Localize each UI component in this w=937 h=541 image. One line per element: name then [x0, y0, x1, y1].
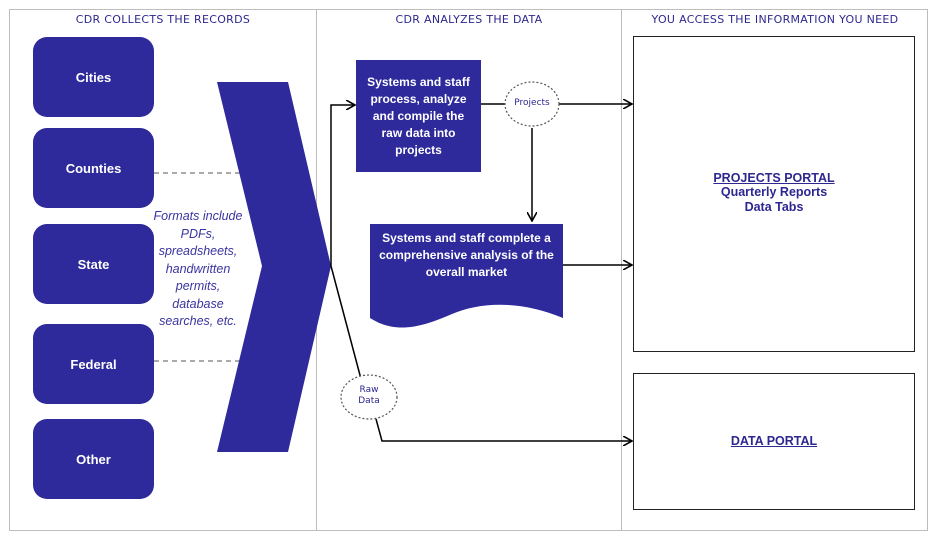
projects-bubble — [504, 81, 560, 127]
source-counties: Counties — [33, 128, 154, 208]
column-heading-collect: CDR COLLECTS THE RECORDS — [75, 13, 251, 26]
raw-data-bubble-label: Raw Data — [341, 385, 397, 407]
arrow-to-process — [330, 105, 355, 266]
diagram-frame — [9, 9, 928, 531]
source-label: Cities — [75, 69, 112, 85]
column-divider — [621, 9, 622, 531]
process-box: Systems and staff process, analyze and c… — [356, 60, 481, 172]
quarterly-reports-label: Quarterly Reports — [720, 185, 828, 199]
projects-portal-box: PROJECTS PORTAL Quarterly Reports Data T… — [633, 36, 915, 352]
analysis-document-text: Systems and staff complete a comprehensi… — [379, 231, 554, 279]
raw-data-bubble — [340, 374, 398, 420]
data-portal-link[interactable]: DATA PORTAL — [730, 434, 818, 448]
raw-data-line1: Raw — [359, 385, 379, 395]
column-heading-analyze: CDR ANALYZES THE DATA — [395, 13, 543, 26]
analysis-document-shape — [370, 224, 563, 328]
arrow-to-raw-data — [330, 265, 362, 380]
source-label: Other — [76, 451, 111, 467]
projects-bubble-label: Projects — [514, 98, 550, 108]
raw-data-line2: Data — [358, 396, 380, 406]
formats-note: Formats include PDFs, spreadsheets, hand… — [153, 209, 243, 328]
process-box-text: Systems and staff process, analyze and c… — [367, 74, 470, 157]
source-state: State — [33, 224, 154, 304]
projects-portal-link[interactable]: PROJECTS PORTAL — [713, 171, 835, 185]
data-portal-box: DATA PORTAL — [633, 373, 915, 510]
chevron-arrow-shape — [217, 82, 331, 452]
data-tabs-label: Data Tabs — [744, 200, 804, 214]
source-cities: Cities — [33, 37, 154, 117]
arrow-to-data-portal — [375, 418, 632, 441]
source-other: Other — [33, 419, 154, 499]
source-label: State — [77, 256, 110, 272]
source-federal: Federal — [33, 324, 154, 404]
source-label: Counties — [65, 160, 122, 176]
column-heading-access: YOU ACCESS THE INFORMATION YOU NEED — [651, 13, 899, 26]
source-label: Federal — [70, 356, 117, 372]
